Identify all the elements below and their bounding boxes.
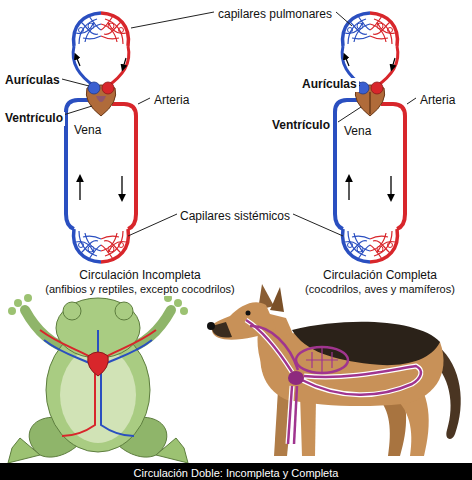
illustration-part — [338, 107, 361, 122]
vessel-label: Vena — [342, 125, 373, 139]
illustration-part — [212, 322, 232, 338]
illustration-part — [302, 366, 421, 395]
illustration-part — [56, 298, 140, 358]
illustration-part — [270, 287, 284, 312]
vessel-label-slot: Arteria — [152, 90, 191, 108]
complete-circulation-schema — [335, 13, 405, 262]
vessel-label-slot: Vena — [72, 120, 103, 138]
illustration-part — [60, 347, 136, 443]
illustration-part — [46, 328, 150, 452]
schema-caption-slot: Circulación Completa — [321, 265, 439, 283]
illustration-part — [63, 302, 81, 320]
illustration-part — [288, 386, 292, 444]
leader-lines — [58, 12, 416, 236]
frog-illustration — [8, 294, 188, 463]
illustration-part — [288, 386, 292, 444]
illustration-part — [40, 330, 96, 360]
chamber-label-slot: Ventrículo — [3, 108, 65, 126]
vessel-label-slot: Vena — [342, 121, 373, 139]
capillary-label: capilares pulmonares — [216, 8, 334, 22]
illustration-part — [294, 386, 297, 444]
frog-heart — [88, 352, 109, 376]
dog-vessel-casing — [246, 320, 421, 444]
illustration-part — [180, 307, 188, 315]
dog-heart — [288, 371, 304, 385]
frog-vessels — [40, 330, 156, 436]
illustration-part — [250, 326, 298, 370]
dog-illustration — [207, 284, 461, 456]
illustration-part — [207, 322, 215, 330]
illustration-part — [58, 78, 89, 86]
dog-vessels — [246, 320, 421, 444]
illustration-part — [302, 366, 421, 395]
illustration-part — [100, 330, 156, 360]
figure-caption: Circulación Doble: Incompleta y Completa — [134, 467, 339, 479]
illustration-part — [156, 438, 188, 463]
vessel-label: Vena — [72, 124, 103, 138]
illustration-part — [138, 98, 150, 104]
illustration-part — [306, 348, 338, 372]
illustration-part — [246, 311, 251, 316]
schema-caption: Circulación Incompleta — [77, 269, 202, 283]
illustration-part — [131, 12, 214, 28]
chamber-label-slot: Aurículas — [300, 74, 359, 92]
chamber-label: Ventrículo — [270, 119, 332, 133]
capillary-label-slot: capilares pulmonares — [216, 4, 334, 22]
incomplete-circulation-schema — [66, 13, 136, 262]
illustration-part — [14, 299, 22, 307]
chamber-label-slot: Ventrículo — [270, 115, 332, 133]
schema-caption-slot: Circulación Incompleta — [77, 265, 202, 283]
capillary-label: Capilares sistémicos — [178, 210, 292, 224]
illustration-part — [96, 96, 106, 102]
illustration-part — [115, 302, 133, 320]
illustration-part — [336, 12, 352, 26]
illustration-part — [8, 307, 16, 315]
schema-subcaption: (anfibios y reptiles, excepto cocodrilos… — [43, 283, 237, 296]
schema-subcaption: (cocodrilos, aves y mamíferos) — [303, 283, 457, 296]
schema-caption: Circulación Completa — [321, 269, 439, 283]
illustration-part — [101, 372, 134, 436]
illustration-part — [66, 13, 136, 262]
illustration-part — [174, 299, 182, 307]
chamber-label: Aurículas — [3, 74, 62, 88]
illustration-part — [292, 322, 440, 365]
illustration-part — [407, 98, 416, 104]
illustration-part — [296, 347, 348, 373]
illustration-part — [8, 438, 40, 463]
illustration-part — [335, 13, 405, 262]
chamber-label-slot: Aurículas — [3, 70, 62, 88]
vessel-label: Arteria — [418, 94, 457, 108]
vessel-label-slot: Arteria — [418, 90, 457, 108]
illustration-part — [62, 372, 95, 436]
caption-bar: Circulación Doble: Incompleta y Completa — [0, 463, 472, 480]
illustration-part — [24, 294, 32, 302]
illustration-part — [293, 214, 343, 236]
heart-septum — [369, 92, 371, 114]
vessel-label: Arteria — [152, 94, 191, 108]
illustration-part — [128, 214, 177, 236]
chamber-label: Aurículas — [300, 78, 359, 92]
chamber-label: Ventrículo — [3, 112, 65, 126]
capillary-label-slot: Capilares sistémicos — [178, 206, 292, 224]
illustration-part — [97, 330, 99, 352]
